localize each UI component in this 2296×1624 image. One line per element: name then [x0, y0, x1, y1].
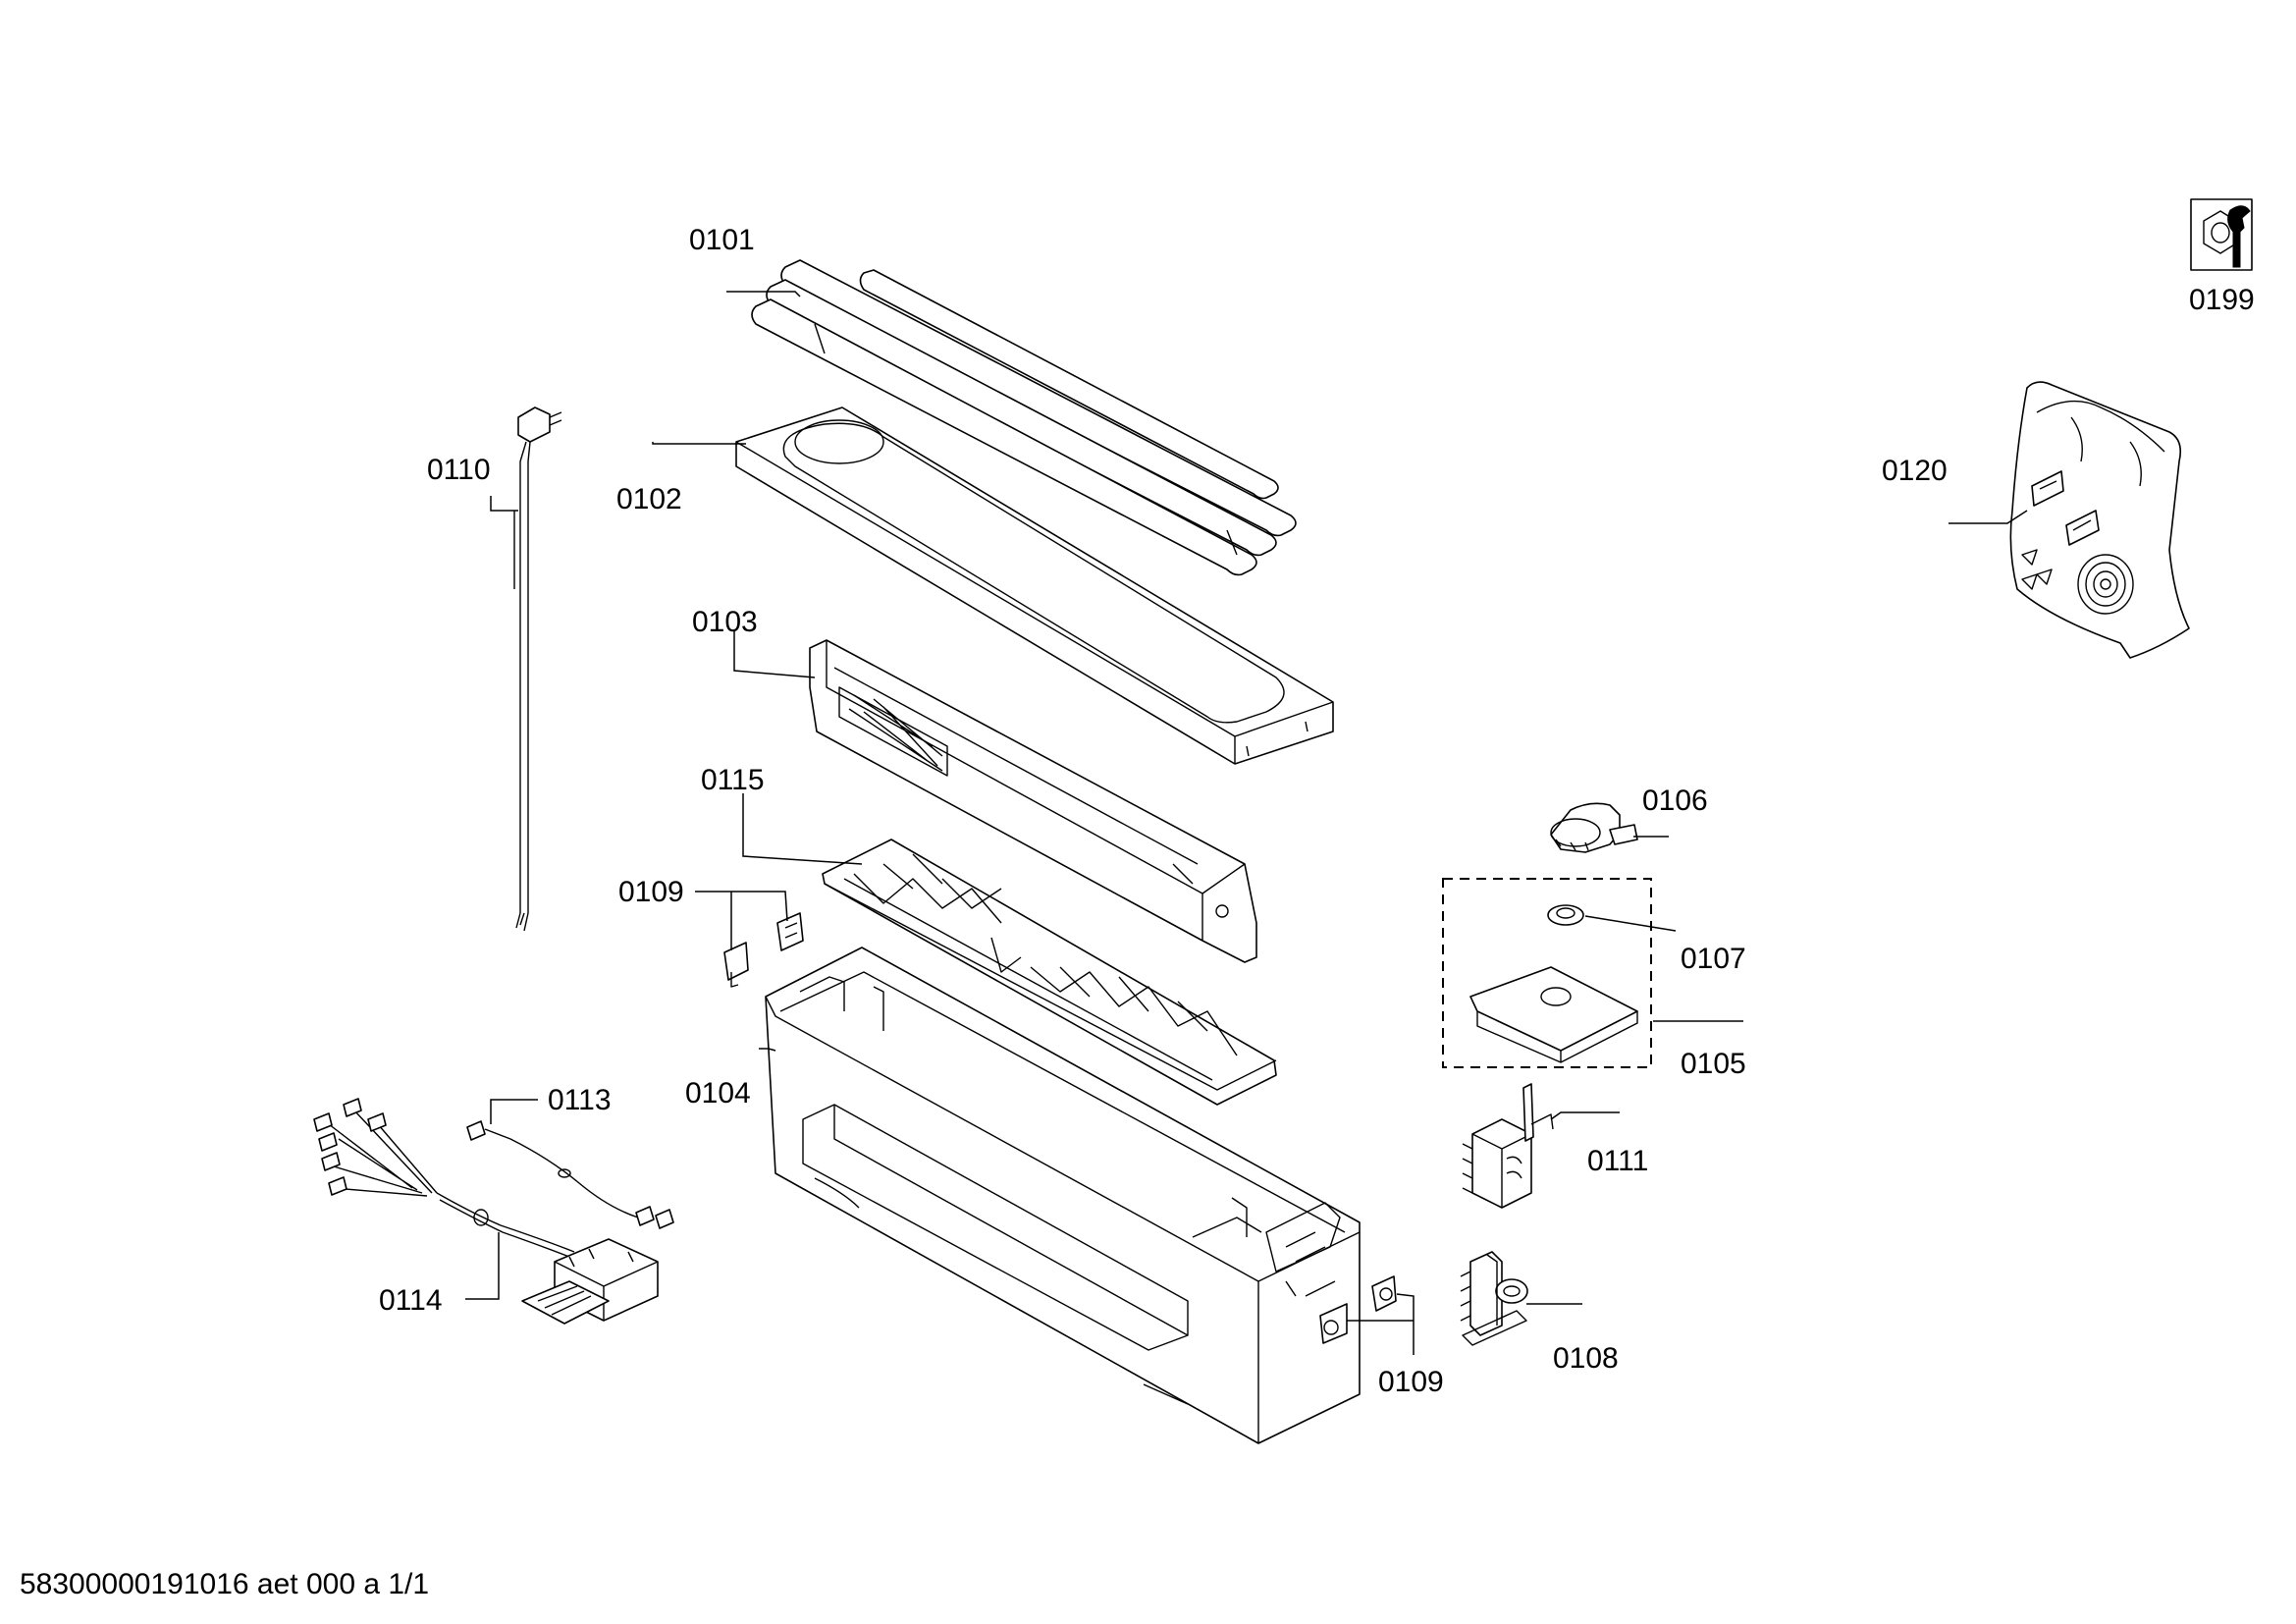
part-0115-air-guide[interactable]: [822, 839, 1277, 1106]
part-0107-ring[interactable]: [1547, 904, 1584, 926]
service-kit-icon[interactable]: [2190, 198, 2253, 271]
document-code: 58300000191016 aet 000 a 1/1: [20, 1568, 430, 1600]
part-0106-knob[interactable]: [1550, 802, 1638, 853]
label-0103: 0103: [692, 606, 758, 638]
part-0109-clips-lower[interactable]: [1319, 1275, 1397, 1344]
part-0113-cable[interactable]: [466, 1120, 674, 1229]
label-0120: 0120: [1882, 455, 1948, 487]
label-0104: 0104: [685, 1077, 751, 1110]
part-0105-assembly[interactable]: [1442, 878, 1652, 1068]
label-0105: 0105: [1681, 1048, 1746, 1080]
label-0115: 0115: [701, 764, 765, 796]
label-0199: 0199: [2189, 284, 2255, 316]
label-0114: 0114: [379, 1284, 443, 1317]
label-0113: 0113: [548, 1084, 612, 1116]
part-labels: 0101 0102 0103 0115 0109 0104 0110 0113 …: [379, 224, 2255, 1398]
label-0101: 0101: [689, 224, 755, 256]
label-0106: 0106: [1642, 785, 1708, 817]
leader-lines: [465, 291, 2028, 1355]
part-0110-power-cord[interactable]: [513, 406, 562, 932]
part-0108-thermostat[interactable]: [1460, 1251, 1528, 1346]
part-0109-clips-upper[interactable]: [723, 912, 804, 988]
part-0102-frame[interactable]: [735, 406, 1334, 765]
part-0103-heating-element[interactable]: [809, 639, 1257, 963]
label-0109-upper: 0109: [618, 876, 684, 908]
label-0107: 0107: [1681, 943, 1746, 975]
label-0109-lower: 0109: [1378, 1366, 1444, 1398]
label-0111: 0111: [1587, 1145, 1648, 1177]
label-0108: 0108: [1553, 1342, 1619, 1375]
part-0114-wiring-loom[interactable]: [313, 1098, 659, 1325]
part-0104-housing[interactable]: [765, 947, 1361, 1444]
label-0102: 0102: [616, 483, 682, 515]
part-0120-documentation-bag[interactable]: [2009, 381, 2190, 659]
label-0110: 0110: [427, 454, 491, 486]
part-0101-grille[interactable]: [751, 259, 1297, 576]
part-0111-switch[interactable]: [1462, 1083, 1554, 1209]
